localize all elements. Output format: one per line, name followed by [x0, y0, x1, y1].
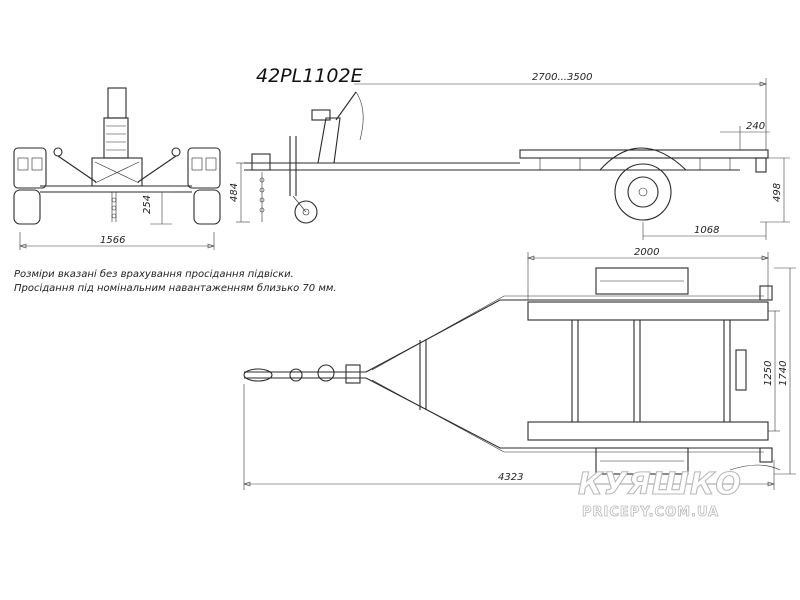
watermark-site: PRICEPY.COM.UA	[582, 505, 719, 520]
dim-bunk-length: 2000	[634, 247, 659, 258]
dim-wheel-offset: 1068	[694, 225, 719, 236]
dim-total-width: 1740	[778, 361, 789, 386]
model-title: 42PL1102E	[256, 65, 363, 87]
dim-front-height: 254	[142, 195, 153, 214]
dim-inner-width: 1250	[763, 361, 774, 386]
drawing-notes: Розміри вказані без врахування просіданн…	[14, 268, 337, 296]
dim-rear-overhang: 240	[746, 121, 765, 132]
side-bunk	[519, 149, 769, 159]
top-view: 2000 4323 1250 1740	[243, 247, 796, 490]
dim-rear-height: 498	[772, 183, 783, 202]
watermark: КУЯШКО PRICEPY.COM.UA	[577, 464, 781, 520]
winch-post-top	[107, 87, 127, 119]
left-wheel	[13, 189, 41, 225]
right-wheel	[193, 189, 221, 225]
watermark-brand: КУЯШКО	[578, 467, 742, 502]
top-wheel-right	[595, 447, 689, 475]
top-bunk-left	[527, 301, 769, 321]
side-wheel	[614, 163, 672, 221]
dim-hitch-height: 484	[229, 183, 240, 202]
left-fender	[13, 147, 47, 189]
front-center-block	[91, 157, 143, 187]
coupler-head	[251, 153, 271, 171]
jockey-wheel	[294, 200, 318, 224]
dim-total-length: 4323	[498, 472, 523, 483]
front-view: 1566 254	[13, 87, 221, 250]
dim-front-width: 1566	[100, 235, 125, 246]
right-fender	[187, 147, 221, 189]
note-line-1: Розміри вказані без врахування просіданн…	[14, 269, 294, 280]
side-view: 42PL1102E 484	[229, 65, 790, 240]
winch-bracket	[103, 117, 129, 159]
top-coupler	[243, 368, 273, 382]
top-bunk-right	[527, 421, 769, 441]
side-fender	[599, 147, 687, 171]
note-line-2: Просідання під номінальним навантаженням…	[14, 283, 337, 294]
top-wheel-left	[595, 267, 689, 295]
dim-length-range: 2700...3500	[532, 72, 592, 83]
